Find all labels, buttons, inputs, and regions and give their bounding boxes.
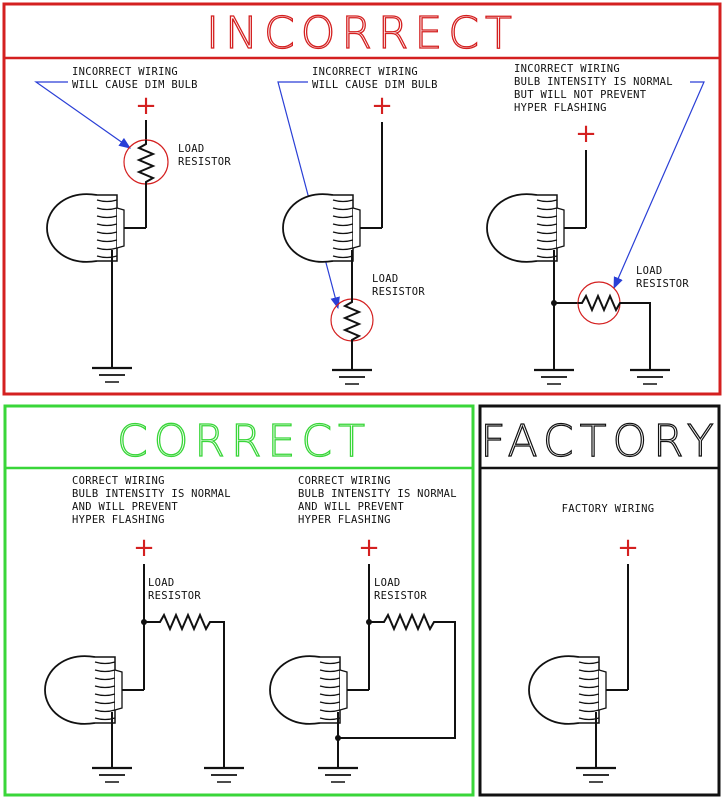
incorrect-panel: INCORRECT INCORRECT WIRING WILL CAUSE DI… bbox=[2, 2, 722, 396]
incorrect-diagram-1: INCORRECT WIRING WILL CAUSE DIM BULB + L… bbox=[34, 66, 231, 384]
ground-icon bbox=[574, 766, 618, 784]
plus-terminal: + bbox=[135, 91, 157, 121]
load-resistor-label: LOAD RESISTOR bbox=[374, 577, 427, 602]
bulb-icon bbox=[282, 193, 361, 263]
bulb-icon bbox=[44, 655, 123, 725]
correct-d2-note: CORRECT WIRING BULB INTENSITY IS NORMAL … bbox=[298, 475, 464, 526]
arrow-icon bbox=[34, 81, 131, 149]
incorrect-diagram-3: INCORRECT WIRING BULB INTENSITY IS NORMA… bbox=[486, 63, 705, 386]
incorrect-diagram-2: INCORRECT WIRING WILL CAUSE DIM BULB + L… bbox=[277, 66, 438, 386]
bulb-icon bbox=[486, 193, 565, 263]
bulb-icon bbox=[269, 655, 348, 725]
resistor-icon bbox=[342, 298, 362, 344]
correct-diagram-1: CORRECT WIRING BULB INTENSITY IS NORMAL … bbox=[44, 475, 246, 784]
correct-title: CORRECT bbox=[117, 416, 371, 467]
plus-terminal: + bbox=[358, 533, 380, 563]
resistor-icon bbox=[136, 140, 156, 186]
incorrect-d1-note: INCORRECT WIRING WILL CAUSE DIM BULB bbox=[72, 66, 198, 91]
ground-icon bbox=[330, 368, 374, 386]
resistor-icon bbox=[578, 293, 651, 370]
load-resistor-label: LOAD RESISTOR bbox=[636, 265, 689, 290]
incorrect-d3-note: INCORRECT WIRING BULB INTENSITY IS NORMA… bbox=[514, 63, 680, 114]
ground-icon bbox=[202, 766, 246, 784]
arrow-icon bbox=[613, 81, 705, 290]
ground-icon bbox=[316, 766, 360, 784]
correct-d1-note: CORRECT WIRING BULB INTENSITY IS NORMAL … bbox=[72, 475, 238, 526]
factory-note: FACTORY WIRING bbox=[562, 503, 655, 515]
plus-terminal: + bbox=[617, 533, 639, 563]
plus-terminal: + bbox=[371, 91, 393, 121]
incorrect-border bbox=[2, 2, 722, 396]
incorrect-d2-note: INCORRECT WIRING WILL CAUSE DIM BULB bbox=[312, 66, 438, 91]
resistor-icon bbox=[338, 612, 456, 739]
factory-border bbox=[478, 404, 721, 797]
factory-panel: FACTORY FACTORY WIRING + bbox=[478, 404, 721, 797]
ground-icon bbox=[532, 368, 576, 386]
factory-title: FACTORY bbox=[480, 416, 719, 467]
correct-diagram-2: CORRECT WIRING BULB INTENSITY IS NORMAL … bbox=[269, 475, 464, 784]
load-resistor-label: LOAD RESISTOR bbox=[372, 273, 425, 298]
ground-icon bbox=[628, 368, 672, 386]
load-resistor-label: LOAD RESISTOR bbox=[148, 577, 201, 602]
correct-border bbox=[3, 404, 475, 797]
incorrect-title: INCORRECT bbox=[206, 8, 518, 59]
plus-terminal: + bbox=[575, 119, 597, 149]
bulb-icon bbox=[528, 655, 607, 725]
ground-icon bbox=[90, 766, 134, 784]
load-resistor-label: LOAD RESISTOR bbox=[178, 143, 231, 168]
correct-panel: CORRECT CORRECT WIRING BULB INTENSITY IS… bbox=[3, 404, 475, 797]
plus-terminal: + bbox=[133, 533, 155, 563]
resistor-icon bbox=[144, 612, 225, 768]
ground-icon bbox=[90, 366, 134, 384]
